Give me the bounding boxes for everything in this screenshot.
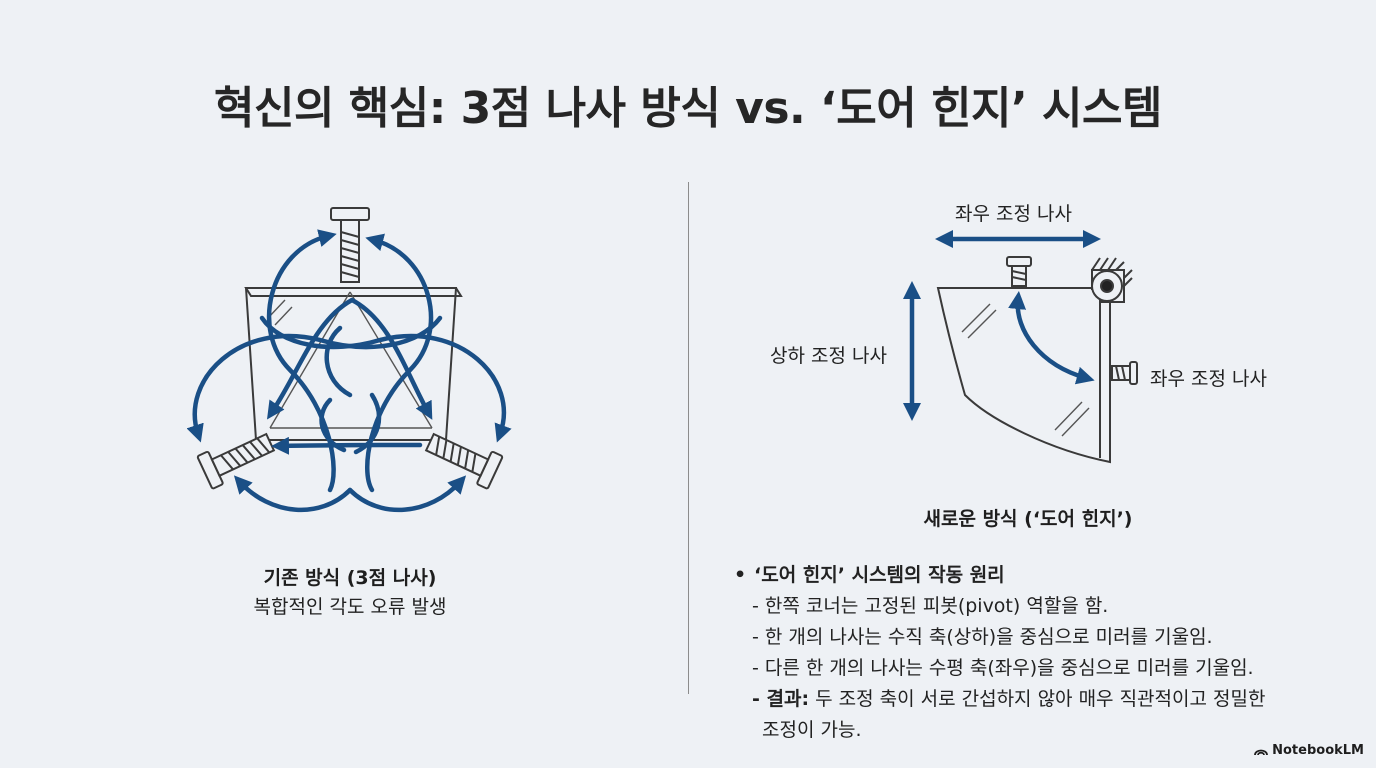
mirror-panel xyxy=(936,287,1111,464)
rotation-arrow xyxy=(1008,291,1095,385)
side-small-screw xyxy=(1111,361,1138,385)
door-hinge-diagram xyxy=(903,230,1138,464)
list-item-result-cont: 조정이 가능. xyxy=(762,719,862,741)
hinge-pivot xyxy=(1091,257,1133,303)
list-heading: •‘도어 힌지’ 시스템의 작동 원리 xyxy=(734,564,1005,586)
list-item: - 한 개의 나사는 수직 축(상하)을 중심으로 미러를 기울임. xyxy=(752,626,1213,648)
swirl-arrows xyxy=(267,297,433,455)
left-screw xyxy=(196,432,276,490)
top-screw xyxy=(330,207,370,283)
brand-logo: NotebookLM xyxy=(1254,743,1364,758)
label-side-screw: 좌우 조정 나사 xyxy=(1150,368,1267,390)
left-caption-title: 기존 방식 (3점 나사) xyxy=(263,567,437,589)
mirror-glare xyxy=(961,303,1090,437)
list-item-result: - 결과: 두 조정 축이 서로 간섭하지 않아 매우 직관적이고 정밀한 xyxy=(752,688,1266,710)
divider xyxy=(688,182,689,694)
top-small-screw xyxy=(1006,256,1032,287)
right-caption-title: 새로운 방식 (‘도어 힌지’) xyxy=(923,508,1133,530)
page-title: 혁신의 핵심: 3점 나사 방식 vs. ‘도어 힌지’ 시스템 xyxy=(214,83,1162,134)
principle-list: •‘도어 힌지’ 시스템의 작동 원리 - 한쪽 코너는 고정된 피봇(pivo… xyxy=(734,560,1334,746)
left-caption-sub: 복합적인 각도 오류 발생 xyxy=(253,596,447,618)
label-top-screw: 좌우 조정 나사 xyxy=(955,203,1072,225)
notebooklm-icon xyxy=(1254,749,1269,755)
list-item: - 한쪽 코너는 고정된 피봇(pivot) 역할을 함. xyxy=(752,595,1109,617)
label-vertical-screw: 상하 조정 나사 xyxy=(770,345,887,367)
three-screw-diagram xyxy=(186,207,512,513)
list-item: - 다른 한 개의 나사는 수평 축(좌우)을 중심으로 미러를 기울임. xyxy=(752,657,1254,679)
right-screw xyxy=(424,432,504,490)
